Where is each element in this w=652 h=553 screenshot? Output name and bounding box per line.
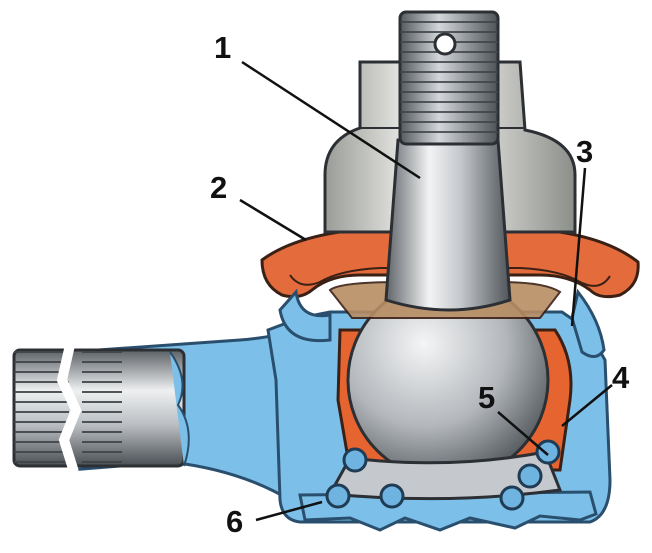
callout-4: 4 (612, 360, 630, 395)
callout-6: 6 (226, 504, 243, 539)
leader-lines (239, 60, 613, 522)
ball-stud-shaft (384, 138, 512, 312)
boot-lip-left (278, 288, 332, 343)
cotter-pin-hole (433, 32, 457, 56)
callout-1: 1 (214, 30, 231, 65)
boot-lip-right (570, 288, 606, 358)
threaded-tube (12, 343, 190, 474)
callout-2: 2 (210, 170, 227, 205)
bearing-balls (325, 439, 561, 511)
callout-3: 3 (576, 134, 593, 169)
callout-5: 5 (478, 380, 495, 415)
